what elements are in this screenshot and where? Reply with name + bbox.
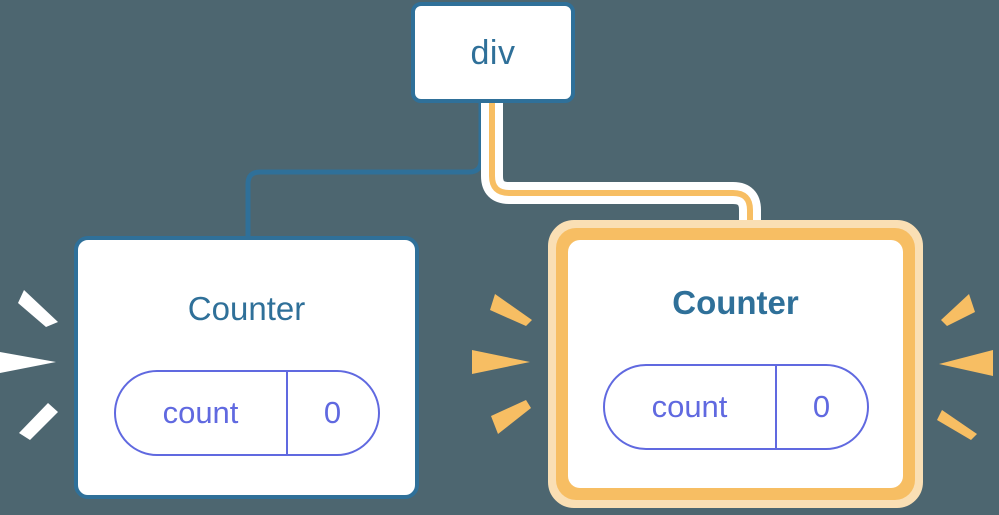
- edge-div-to-counter-left: [245, 100, 484, 240]
- node-counter-right[interactable]: Counter count 0: [548, 220, 923, 508]
- node-counter-left-title: Counter: [187, 290, 306, 327]
- state-pill-counter-right[interactable]: count 0: [602, 364, 869, 450]
- state-value: 0: [323, 395, 342, 430]
- node-div[interactable]: div: [411, 2, 575, 103]
- node-counter-right-body: Counter count 0: [568, 240, 903, 488]
- spark-burst-orange-middle: [472, 294, 532, 434]
- node-counter-right-title: Counter: [672, 284, 799, 321]
- spark-icon: [939, 350, 993, 376]
- node-counter-left[interactable]: Counter count 0: [74, 236, 419, 499]
- spark-icon: [941, 294, 975, 326]
- spark-icon: [472, 350, 530, 374]
- state-value: 0: [812, 389, 831, 424]
- state-pill-counter-left[interactable]: count 0: [113, 370, 380, 456]
- spark-icon: [490, 294, 532, 326]
- spark-icon: [0, 352, 56, 373]
- spark-burst-orange-right: [937, 294, 993, 440]
- state-key: count: [116, 372, 288, 454]
- node-div-label: div: [470, 33, 516, 72]
- spark-icon: [18, 290, 58, 327]
- state-key: count: [605, 366, 777, 448]
- spark-icon: [491, 400, 531, 434]
- spark-icon: [937, 410, 977, 440]
- spark-icon: [19, 403, 58, 440]
- spark-burst-white-left: [0, 290, 58, 440]
